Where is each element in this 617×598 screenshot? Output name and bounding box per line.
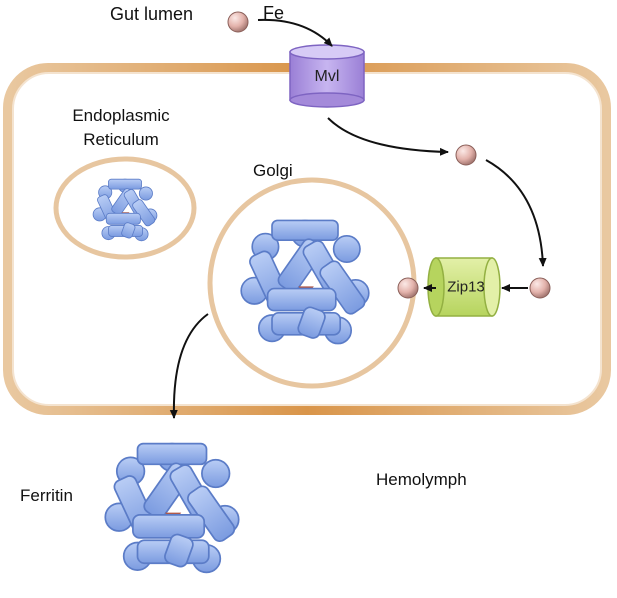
iron-ion-zip13-right [529, 277, 551, 299]
arrow-golgi-to-ferritin [169, 313, 209, 419]
mvl-transporter [289, 44, 365, 108]
golgi-organelle [207, 177, 417, 389]
iron-ion-golgi-left [397, 277, 419, 299]
label-reticulum: Reticulum [83, 130, 159, 149]
label-golgi: Golgi [253, 161, 293, 180]
zip13-transporter [427, 257, 501, 317]
label-hemolymph: Hemolymph [376, 470, 467, 489]
arrow-mvl-to-cytoplasm [327, 117, 449, 156]
label-zip13: Zip13 [447, 278, 485, 296]
label-ferritin: Ferritin [20, 486, 73, 505]
label-endoplasmic: Endoplasmic [72, 106, 170, 125]
iron-ion-lumen [227, 11, 249, 33]
label-mvl: Mvl [314, 68, 340, 85]
label-gut-lumen: Gut lumen [110, 4, 194, 24]
arrow-cytoplasm-to-zip13 [485, 159, 547, 267]
iron-ion-cytoplasm [455, 144, 477, 166]
label-fe: Fe [263, 3, 285, 23]
arrow-fe-to-mvl [257, 18, 333, 47]
ferritin-protein [104, 442, 240, 574]
